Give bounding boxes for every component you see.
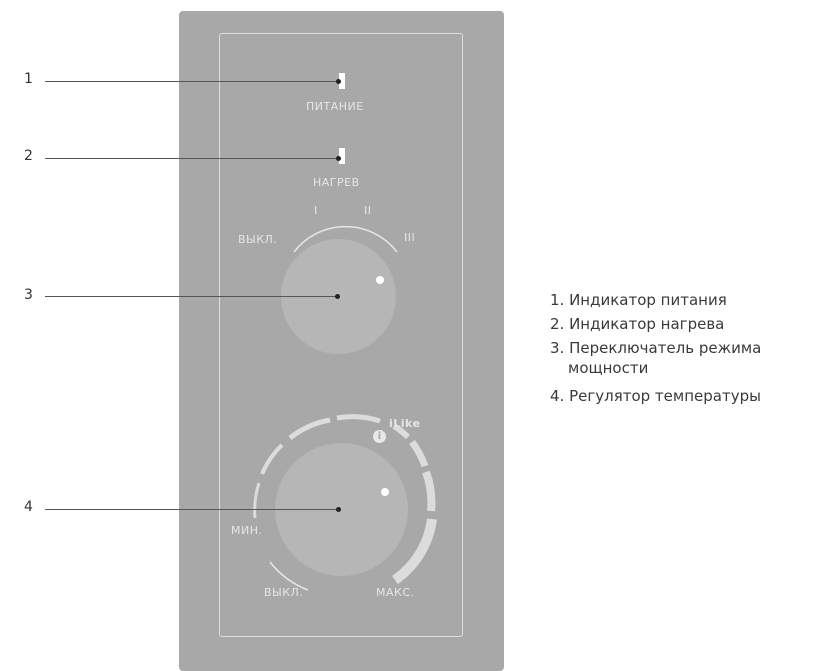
callout-dot-1 (336, 79, 341, 84)
heat-indicator-label: НАГРЕВ (313, 176, 360, 189)
mode-off-label: ВЫКЛ. (238, 233, 278, 246)
mode-knob-marker (376, 276, 384, 284)
legend-item-3: 3. Переключатель режима (550, 339, 762, 357)
mode-position-2-label: II (364, 204, 372, 217)
callout-number-2: 2 (24, 148, 33, 164)
thermostat-off-label: ВЫКЛ. (264, 586, 304, 599)
thermostat-segment-6 (409, 439, 429, 468)
ilike-label: iLike (389, 417, 421, 430)
callout-number-3: 3 (24, 287, 33, 303)
thermostat-segment-2 (260, 443, 284, 475)
mode-position-1-label: I (314, 204, 318, 217)
control-frame (219, 33, 463, 637)
mode-scale-arc (293, 225, 398, 253)
callout-line-1 (45, 81, 339, 82)
thermostat-segment-5 (392, 423, 411, 440)
thermostat-segment-1 (253, 482, 261, 519)
callout-number-4: 4 (24, 499, 33, 515)
thermostat-segment-8 (392, 518, 437, 585)
callout-dot-3 (335, 294, 340, 299)
callout-line-3 (45, 296, 337, 297)
callout-dot-2 (336, 156, 341, 161)
callout-number-1: 1 (24, 71, 33, 87)
thermostat-max-label: МАКС. (376, 586, 415, 599)
power-indicator-label: ПИТАНИЕ (306, 100, 364, 113)
thermostat-segment-4 (336, 414, 381, 424)
callout-line-2 (45, 158, 339, 159)
thermostat-thin-arc (269, 561, 309, 591)
legend-item-2: 2. Индикатор нагрева (550, 315, 725, 333)
legend-item-1: 1. Индикатор питания (550, 291, 727, 309)
thermostat-min-label: МИН. (231, 524, 263, 537)
callout-dot-4 (336, 507, 341, 512)
callout-line-4 (45, 509, 338, 510)
thermostat-segment-7 (422, 470, 436, 512)
power-indicator (339, 73, 345, 89)
info-icon: i (373, 430, 386, 443)
legend-item-4: 4. Регулятор температуры (550, 387, 761, 405)
thermostat-knob-marker (381, 488, 389, 496)
mode-position-3-label: III (404, 231, 416, 244)
legend-item-3-continuation: мощности (568, 359, 649, 377)
legend-list: 1. Индикатор питания 2. Индикатор нагрев… (550, 288, 761, 408)
heat-indicator (339, 148, 345, 164)
dial-arcs (253, 225, 437, 591)
thermostat-segment-3 (288, 417, 331, 440)
